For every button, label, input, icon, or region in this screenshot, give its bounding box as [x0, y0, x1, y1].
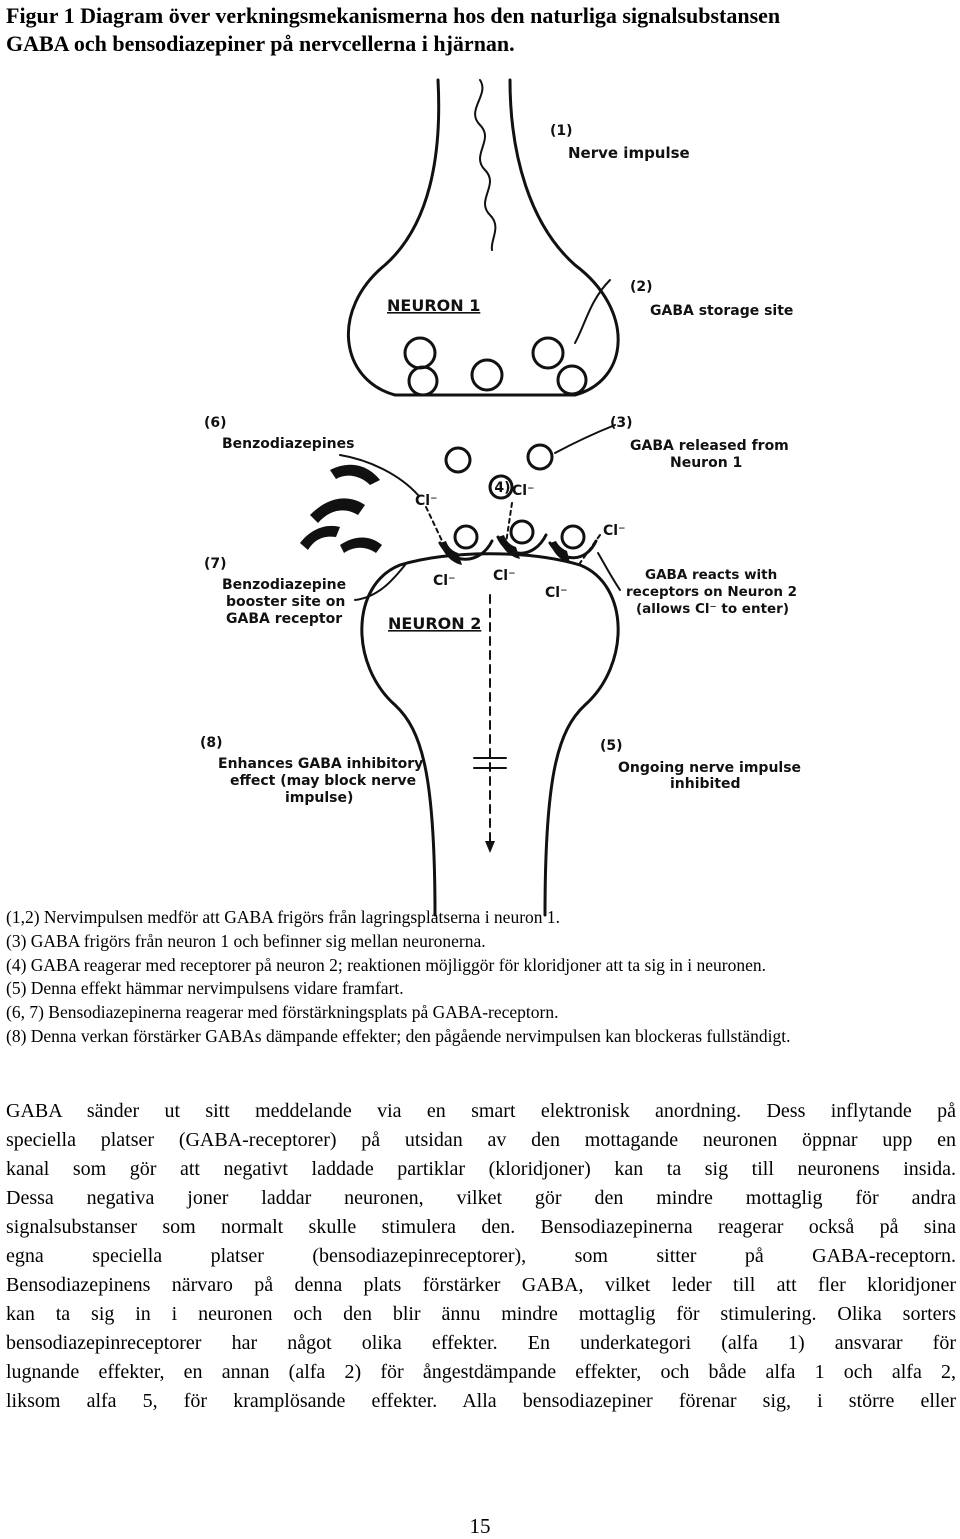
label-neuron1: NEURON 1: [387, 296, 480, 315]
body-line: liksom alfa 5, för kramplösande effekter…: [6, 1390, 956, 1412]
cl-arrow: [425, 506, 445, 546]
pointer-booster: [354, 564, 406, 601]
pointer-released: [554, 424, 616, 454]
label-gaba-reacts-a: GABA reacts with: [645, 567, 777, 583]
pointer-gaba-reacts: [597, 552, 621, 591]
label-2-num: (2): [630, 279, 653, 295]
label-gaba-reacts-b: receptors on Neuron 2: [626, 584, 797, 600]
label-gaba-reacts-c: (allows Cl⁻ to enter): [636, 601, 789, 617]
gaba-vesicle: [403, 336, 437, 370]
label-5-num: (5): [600, 738, 623, 754]
caption-item: (3) GABA frigörs från neuron 1 och befin…: [6, 930, 486, 951]
booster-site: [440, 541, 462, 565]
gaba-vesicle: [556, 364, 588, 396]
label-5-text-b: inhibited: [670, 776, 741, 792]
body-line: speciella platser (GABA-receptorer) på u…: [6, 1129, 956, 1151]
caption-item: (8) Denna verkan förstärker GABAs dämpan…: [6, 1025, 791, 1046]
released-gaba: [444, 446, 472, 474]
label-4-num: (4): [488, 480, 511, 496]
body-line: Bensodiazepinens närvaro på denna plats …: [6, 1274, 956, 1296]
neuron2-outline: [360, 552, 620, 917]
label-6-num: (6): [204, 415, 227, 431]
label-8-text-b: effect (may block nerve: [230, 773, 416, 789]
pointer-benzo: [339, 454, 419, 496]
gaba-vesicle: [531, 336, 565, 370]
gaba-vesicle: [470, 358, 504, 392]
body-line: Dessa negativa joner laddar neuronen, vi…: [6, 1187, 956, 1209]
arrowhead: [485, 841, 495, 853]
pointer-storage: [574, 279, 611, 344]
cl-arrow: [579, 534, 601, 564]
cl-arrow: [505, 502, 513, 544]
label-1-num: (1): [550, 123, 573, 139]
label-8-text-a: Enhances GABA inhibitory: [218, 756, 423, 772]
cl-ion: Cl⁻: [603, 523, 625, 539]
benzodiazepine-molecule: [300, 525, 340, 550]
label-7-text-b: booster site on: [226, 594, 345, 610]
label-3-text-a: GABA released from: [630, 438, 789, 454]
bound-gaba: [560, 524, 586, 550]
cl-ion: Cl⁻: [512, 483, 534, 499]
label-neuron2: NEURON 2: [388, 614, 481, 633]
label-3-text-b: Neuron 1: [670, 455, 742, 471]
figure-caption: (1,2) Nervimpulsen medför att GABA frigö…: [6, 906, 954, 1049]
nerve-impulse-line: [474, 79, 497, 251]
caption-item: (4) GABA reagerar med receptorer på neur…: [6, 954, 767, 975]
body-line: lugnande effekter, en annan (alfa 2) för…: [6, 1361, 956, 1383]
figure-title: Figur 1 Diagram över verkningsmekanismer…: [6, 2, 954, 58]
released-gaba: [488, 474, 514, 500]
label-7-num: (7): [204, 556, 227, 572]
bound-gaba: [453, 524, 479, 550]
label-7-text-a: Benzodiazepine: [222, 577, 346, 593]
label-6-text: Benzodiazepines: [222, 436, 354, 452]
cl-ion: Cl⁻: [545, 585, 567, 601]
cl-ion: Cl⁻: [433, 573, 455, 589]
body-line: GABA sänder ut sitt meddelande via en sm…: [6, 1100, 956, 1122]
bound-gaba: [509, 519, 535, 545]
caption-item: (1,2) Nervimpulsen medför att GABA frigö…: [6, 907, 561, 927]
figure-title-line-1: Figur 1 Diagram över verkningsmekanismer…: [6, 3, 781, 28]
body-line: egna speciella platser (bensodiazepinrec…: [6, 1245, 956, 1267]
cl-ion: Cl⁻: [415, 493, 437, 509]
cl-ion: Cl⁻: [493, 568, 515, 584]
benzodiazepine-molecule: [340, 537, 382, 553]
label-2-text: GABA storage site: [650, 303, 793, 319]
caption-item: (5) Denna effekt hämmar nervimpulsens vi…: [6, 978, 404, 999]
gaba-mechanism-diagram: (1) Nerve impulse NEURON 1 (2) GABA stor…: [200, 78, 801, 917]
benzodiazepine-molecule: [330, 464, 380, 485]
body-line: signalsubstanser som normalt skulle stim…: [6, 1216, 956, 1238]
label-3-num: (3): [610, 415, 633, 431]
label-1-text: Nerve impulse: [568, 144, 690, 162]
body-line: kan ta sig in i neuronen och den blir än…: [6, 1303, 956, 1325]
gaba-vesicle: [407, 365, 439, 397]
page-number: 15: [469, 1514, 491, 1538]
body-line: kanal som gör att negativt laddade parti…: [6, 1158, 956, 1180]
label-8-num: (8): [200, 735, 223, 751]
booster-site: [498, 535, 520, 559]
label-5-text-a: Ongoing nerve impulse: [618, 760, 801, 776]
neuron1-outline: [346, 78, 620, 397]
label-7-text-c: GABA receptor: [226, 611, 342, 627]
label-8-text-c: impulse): [285, 790, 353, 806]
booster-site: [550, 541, 570, 563]
body-paragraph: GABA sänder ut sitt meddelande via en sm…: [6, 1097, 956, 1416]
body-line: bensodiazepinreceptorer har något olika …: [6, 1332, 956, 1354]
caption-item: (6, 7) Bensodiazepinerna reagerar med fö…: [6, 1002, 559, 1023]
released-gaba: [526, 443, 554, 471]
benzodiazepine-molecule: [310, 498, 365, 523]
figure-title-line-2: GABA och bensodiazepiner på nervcellerna…: [6, 31, 515, 56]
